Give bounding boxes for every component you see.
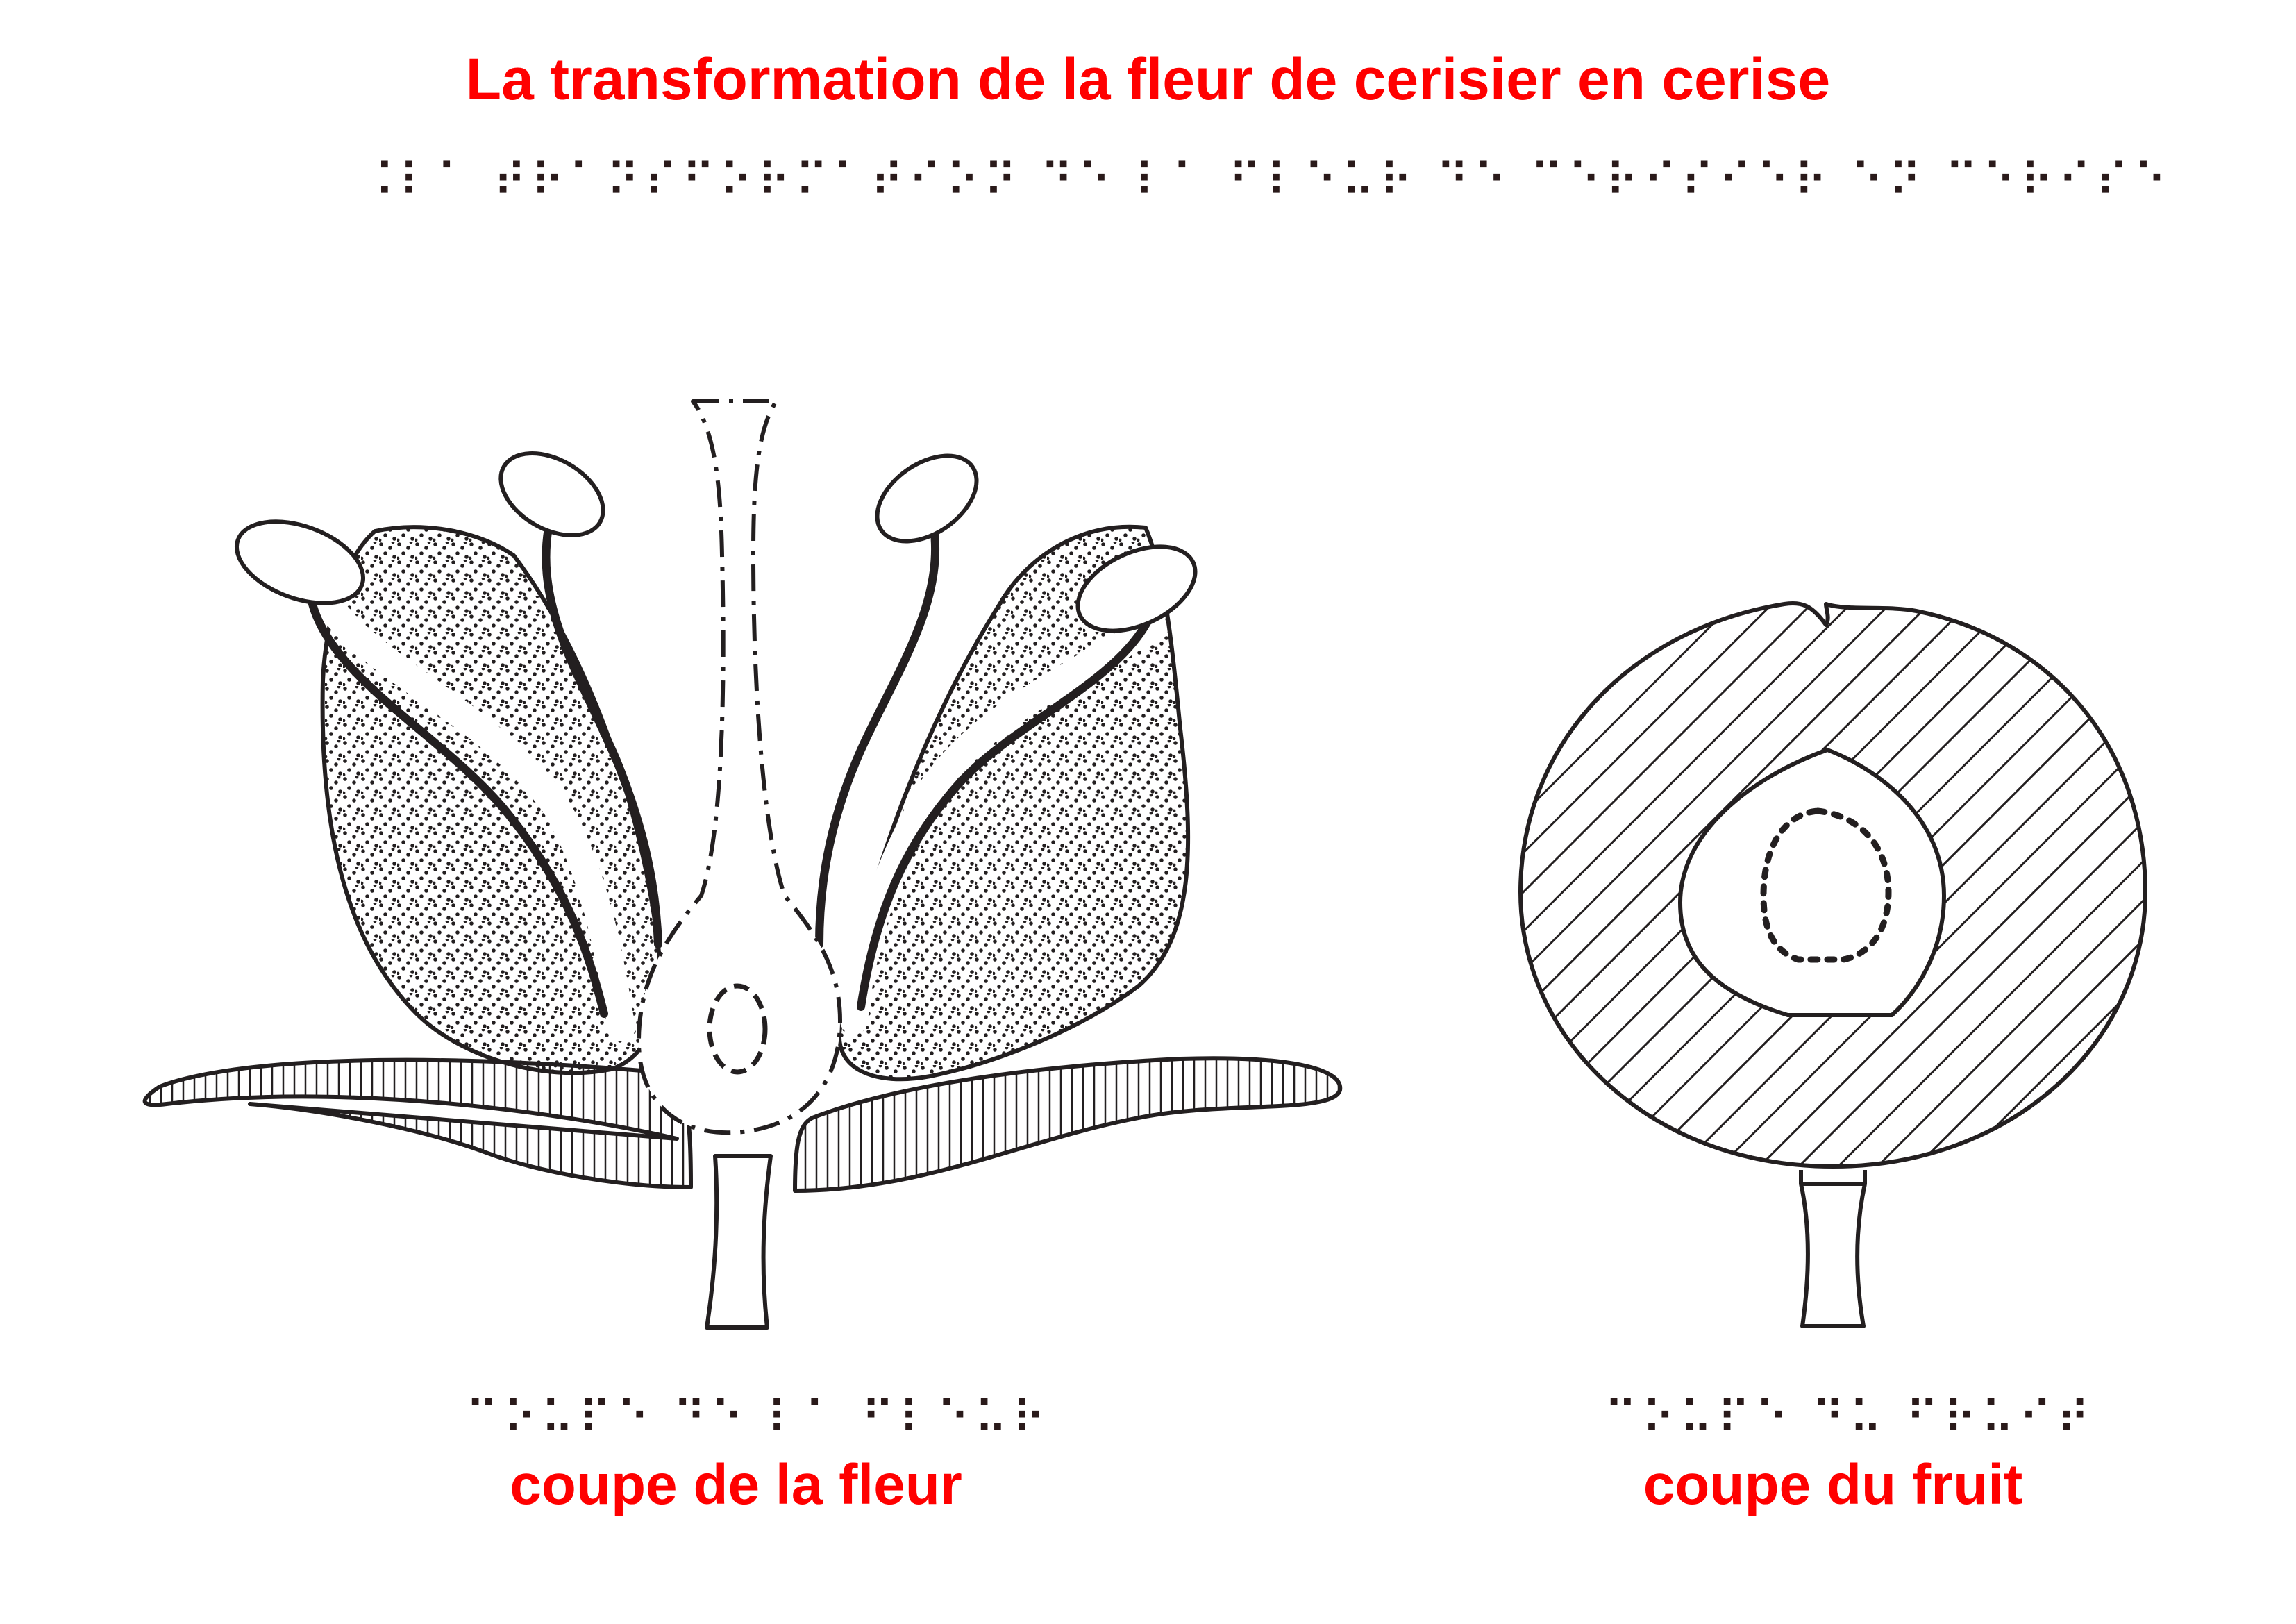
fruit-caption: coupe du fruit: [1643, 1453, 2023, 1516]
stamen-filament-left-inner: [542, 524, 662, 948]
cherry-stone: [1678, 748, 1946, 1017]
anther-left-outer: [234, 519, 366, 605]
anther-right-outer: [1075, 544, 1198, 633]
ovule: [707, 983, 768, 1075]
fruit-stem: [1799, 1182, 1867, 1328]
cherry-seed: [1760, 807, 1892, 963]
pistil: [637, 399, 842, 1135]
stamen-filament-right-inner: [815, 524, 940, 948]
stamen-filament-left-outer: [308, 600, 608, 1018]
sepal-right: [793, 1056, 1343, 1193]
fruit-section: [1518, 601, 2147, 1328]
flower-braille-caption: ⠉⠕⠥⠏⠑ ⠙⠑ ⠇⠁ ⠋⠇⠑⠥⠗: [465, 1391, 1050, 1445]
fruit-braille-caption: ⠉⠕⠥⠏⠑ ⠙⠥ ⠋⠗⠥⠊⠞: [1604, 1391, 2095, 1445]
flower-stem: [705, 1154, 773, 1330]
flower-section: [142, 399, 1343, 1330]
diagram-title: La transformation de la fleur de cerisie…: [465, 47, 1831, 112]
anther-left-inner: [498, 451, 605, 537]
sepal-left: [142, 1057, 693, 1189]
flower-caption: coupe de la fleur: [510, 1453, 962, 1516]
anther-right-inner: [875, 453, 979, 544]
stamen-filament-right-outer: [857, 607, 1157, 1011]
